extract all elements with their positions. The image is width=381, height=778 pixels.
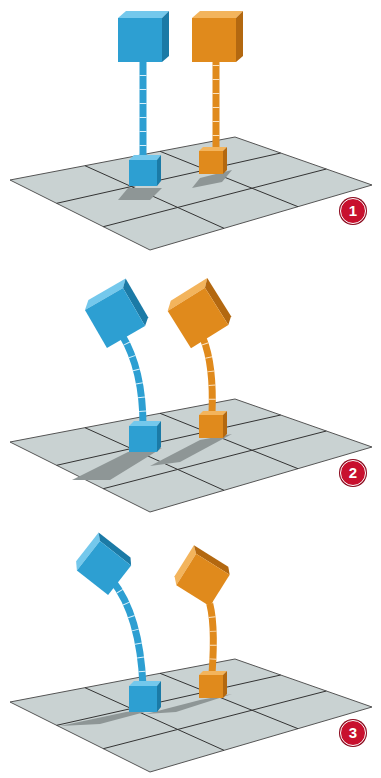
callout-badge: 3 (340, 720, 366, 746)
callout-number: 3 (349, 724, 357, 741)
callout-badge: 1 (340, 198, 366, 224)
callout-badge: 2 (340, 460, 366, 486)
callout-number: 2 (349, 464, 357, 481)
callout-number: 1 (349, 202, 357, 219)
